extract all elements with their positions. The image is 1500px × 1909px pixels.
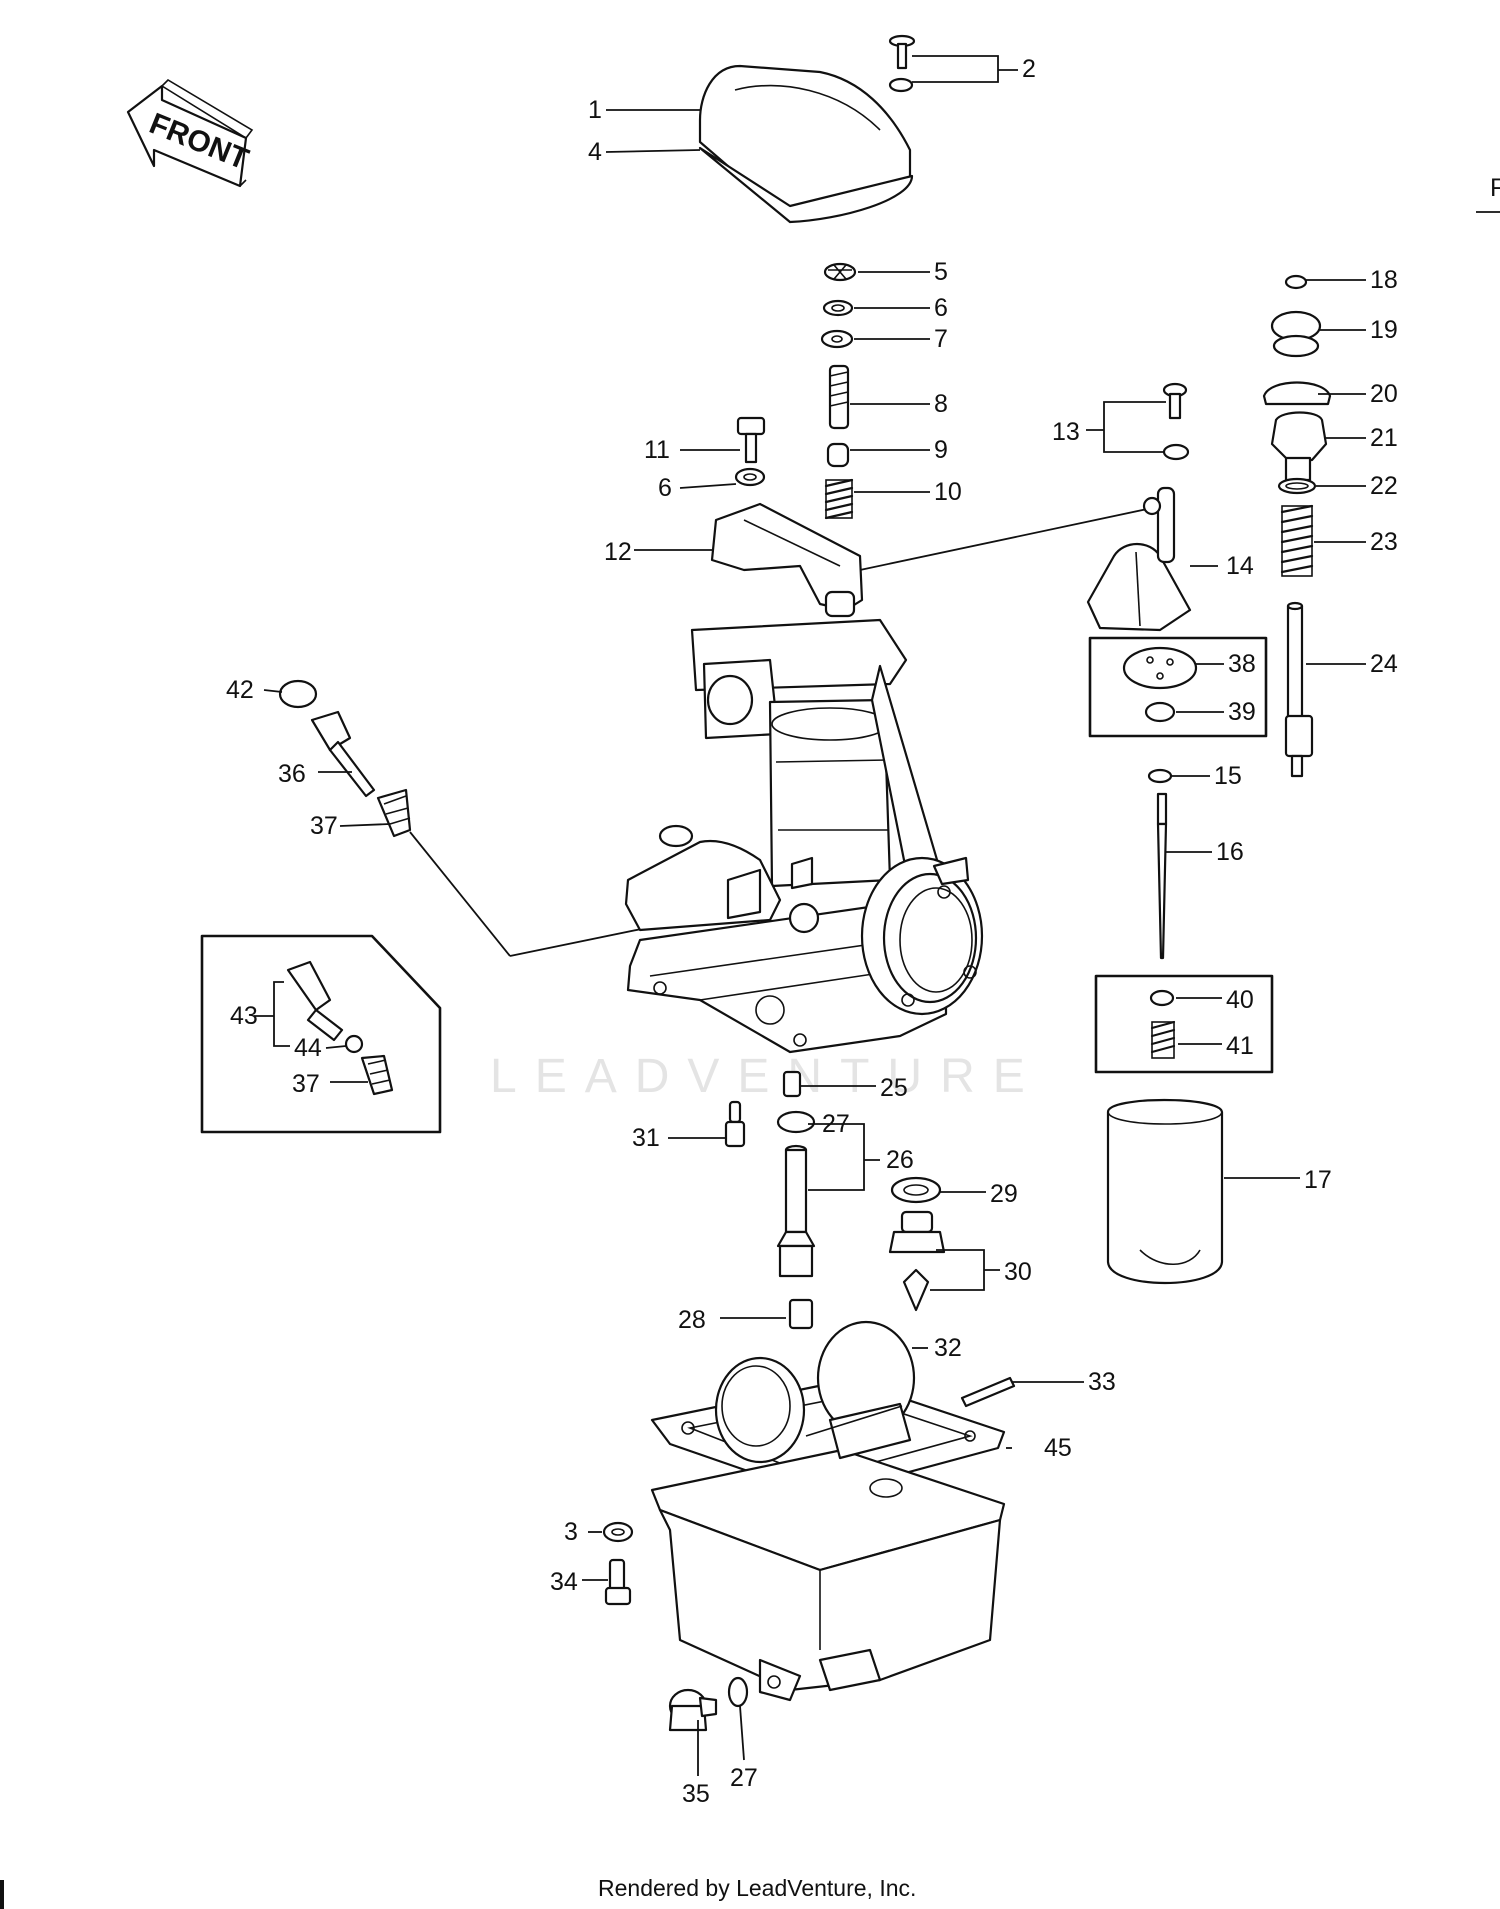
callout-43: 43 <box>230 1002 258 1030</box>
callout-36: 36 <box>278 760 306 788</box>
needle <box>1147 768 1173 960</box>
washer-27 <box>776 1110 816 1134</box>
air-cylinder <box>1106 1098 1224 1284</box>
callout-32: 32 <box>934 1334 962 1362</box>
nut-stack <box>820 262 857 349</box>
callout-23: 23 <box>1370 528 1398 556</box>
callout-29: 29 <box>990 1180 1018 1208</box>
callout-28: 28 <box>678 1306 706 1334</box>
top-cap-assembly <box>1262 274 1332 495</box>
callout-10: 10 <box>934 478 962 506</box>
callout-5: 5 <box>934 258 948 286</box>
callout-38: 38 <box>1228 650 1256 678</box>
carburetor-body <box>624 618 984 1054</box>
callout-20: 20 <box>1370 380 1398 408</box>
callout-25: 25 <box>880 1074 908 1102</box>
callout-4: 4 <box>588 138 602 166</box>
needle-kit-box <box>1094 974 1274 1074</box>
callout-22: 22 <box>1370 472 1398 500</box>
callout-13: 13 <box>1052 418 1080 446</box>
left-edge-mark <box>0 1880 4 1909</box>
screw-31 <box>724 1100 746 1148</box>
pilot-screw-assembly <box>278 679 412 838</box>
callout-21: 21 <box>1370 424 1398 452</box>
callout-17: 17 <box>1304 1166 1332 1194</box>
main-jet <box>788 1298 814 1330</box>
callout-41: 41 <box>1226 1032 1254 1060</box>
bowl-screw <box>602 1521 634 1606</box>
callout-45: 45 <box>1044 1434 1072 1462</box>
callout-31: 31 <box>632 1124 660 1152</box>
callout-12: 12 <box>604 538 632 566</box>
leader-lines <box>254 55 1366 1776</box>
drain-screw <box>668 1676 749 1732</box>
callout-18: 18 <box>1370 266 1398 294</box>
front-arrow: FRONT <box>126 78 254 188</box>
float-pin <box>960 1376 1016 1408</box>
screw-and-washer <box>888 34 916 93</box>
cable-bracket <box>1086 486 1192 632</box>
throttle-slide <box>1284 601 1314 778</box>
callout-7: 7 <box>934 325 948 353</box>
callout-14: 14 <box>1226 552 1254 580</box>
callout-27-b: 27 <box>730 1764 758 1792</box>
callout-2: 2 <box>1022 55 1036 83</box>
throttle-lever <box>710 502 864 618</box>
bolt-11 <box>734 416 766 487</box>
callout-44: 44 <box>294 1034 322 1062</box>
callout-labels: 1 2 4 5 6 7 8 11 6 9 10 12 13 14 18 19 2… <box>226 55 1398 1808</box>
screw-13 <box>1162 382 1190 461</box>
callout-24: 24 <box>1370 650 1398 678</box>
callout-30: 30 <box>1004 1258 1032 1286</box>
adjuster-stud <box>828 364 850 430</box>
callout-39: 39 <box>1228 698 1256 726</box>
callout-3: 3 <box>564 1518 578 1546</box>
footer-credit: Rendered by LeadVenture, Inc. <box>598 1875 916 1901</box>
callout-33: 33 <box>1088 1368 1116 1396</box>
callout-42: 42 <box>226 676 254 704</box>
pilot-kit-box <box>200 934 442 1134</box>
callout-26: 26 <box>886 1146 914 1174</box>
slide-spring <box>1280 504 1314 577</box>
callout-37-b: 37 <box>292 1070 320 1098</box>
callout-1: 1 <box>588 96 602 124</box>
callout-37: 37 <box>310 812 338 840</box>
nut-and-spring <box>824 442 854 520</box>
callout-15: 15 <box>1214 762 1242 790</box>
float-valve <box>888 1176 946 1312</box>
callout-6-b: 6 <box>658 474 672 502</box>
edge-letter: F <box>1490 174 1500 202</box>
float-bowl <box>650 1320 1006 1702</box>
callout-9: 9 <box>934 436 948 464</box>
callout-35: 35 <box>682 1780 710 1808</box>
pilot-jet <box>782 1070 802 1098</box>
callout-11: 11 <box>644 436 670 464</box>
callout-19: 19 <box>1370 316 1398 344</box>
callout-8: 8 <box>934 390 948 418</box>
callout-27: 27 <box>822 1110 850 1138</box>
diaphragm-kit-box <box>1088 636 1268 738</box>
callout-34: 34 <box>550 1568 578 1596</box>
callout-40: 40 <box>1226 986 1254 1014</box>
watermark: LEADVENTURE <box>490 1050 1043 1103</box>
callout-6: 6 <box>934 294 948 322</box>
needle-jet-holder <box>776 1144 816 1278</box>
top-cap <box>698 64 914 224</box>
callout-16: 16 <box>1216 838 1244 866</box>
